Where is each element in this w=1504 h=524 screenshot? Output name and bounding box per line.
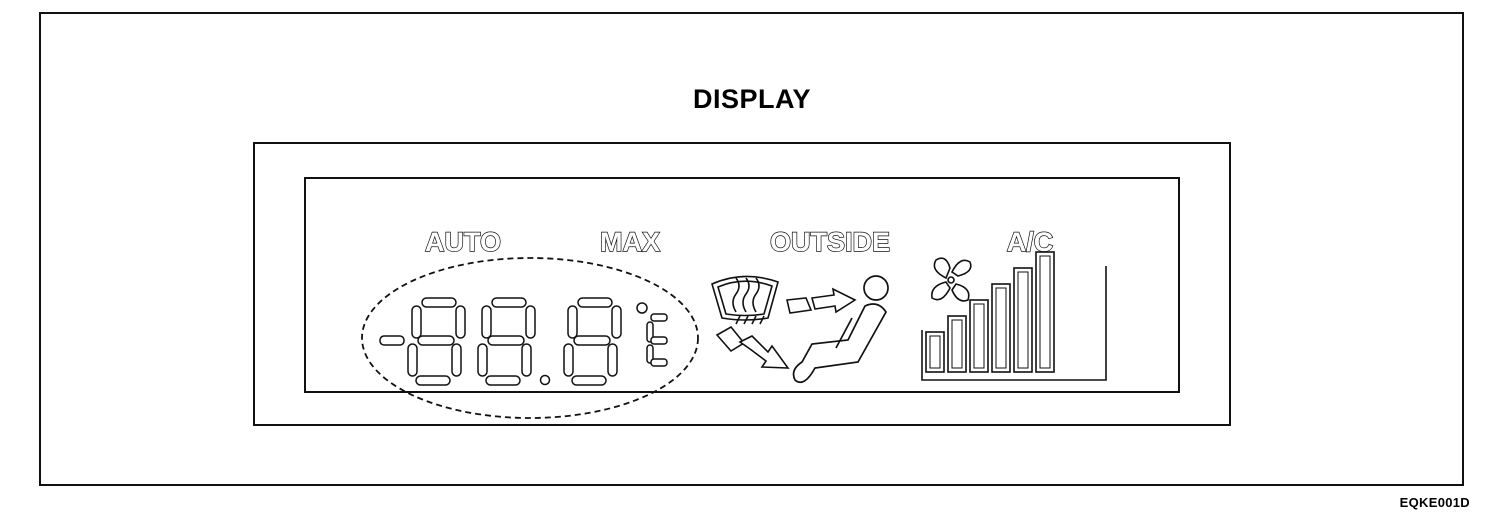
digit-segment [611, 305, 622, 339]
defrost-icon [711, 275, 779, 325]
digit-segment [567, 305, 578, 339]
fan-icon [930, 257, 972, 302]
figure-code: EQKE001D [1399, 495, 1470, 510]
digit-segment [407, 343, 418, 377]
digit-segment [487, 335, 525, 346]
digit-segment [411, 305, 422, 339]
fan-bar-inner-2 [951, 319, 963, 369]
lower-airflow-arrow [715, 325, 790, 369]
fan-bar-1 [925, 331, 945, 373]
digit-segment [573, 335, 611, 346]
digit-2 [477, 297, 536, 386]
digit-segment [421, 297, 457, 308]
digit-segment [577, 297, 613, 308]
seven-segment-digits [407, 297, 622, 386]
fan-bar-inner-5 [1017, 271, 1029, 369]
degree-symbol [636, 302, 648, 314]
digit-segment [485, 375, 521, 386]
fan-bar-inner-6 [1039, 255, 1051, 369]
temperature-callout-ellipse [361, 257, 699, 419]
outside-indicator: OUTSIDE [770, 227, 890, 257]
digit-3 [563, 297, 622, 386]
upper-airflow-arrow [786, 287, 857, 314]
fan-bar-6 [1035, 251, 1055, 373]
fan-bar-inner-3 [973, 303, 985, 369]
digit-segment [563, 343, 574, 377]
digit-segment [607, 343, 618, 377]
minus-segment [379, 335, 405, 346]
fan-bar-frame [921, 266, 1107, 381]
fan-bar-5 [1013, 267, 1033, 373]
digit-segment [525, 305, 536, 339]
digit-1 [407, 297, 466, 386]
digit-segment [491, 297, 527, 308]
max-indicator: MAX [600, 227, 660, 257]
unit-segments [646, 313, 668, 367]
digit-segment [571, 375, 607, 386]
decimal-point [539, 374, 551, 386]
lcd-screen [304, 177, 1180, 393]
fan-bar-2 [947, 315, 967, 373]
auto-indicator: AUTO [425, 227, 501, 257]
display-panel [253, 142, 1231, 426]
fan-bar-inner-4 [995, 287, 1007, 369]
digit-segment [451, 343, 462, 377]
digit-segment [521, 343, 532, 377]
seated-passenger-icon [792, 275, 889, 384]
digit-segment [417, 335, 455, 346]
digit-segment [455, 305, 466, 339]
digit-segment [477, 343, 488, 377]
fan-bar-3 [969, 299, 989, 373]
display-title: DISPLAY [692, 84, 812, 114]
digit-segment [481, 305, 492, 339]
fan-bar-inner-1 [929, 335, 941, 369]
digit-segment [415, 375, 451, 386]
fan-bar-4 [991, 283, 1011, 373]
outer-frame [39, 12, 1464, 486]
fan-speed-bars [921, 251, 1107, 381]
